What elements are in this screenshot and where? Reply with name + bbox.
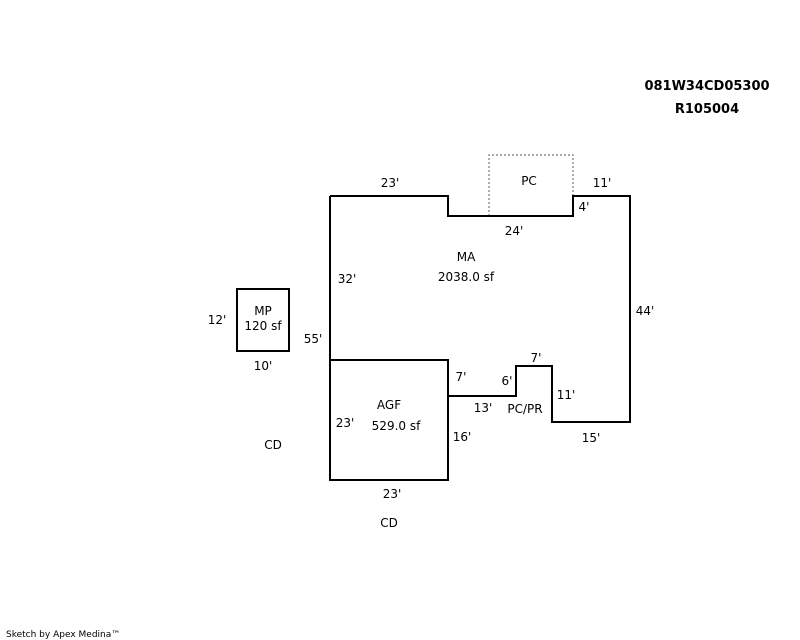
parcel-id: 081W34CD05300 — [644, 79, 769, 94]
pc-outline — [488, 154, 574, 216]
dim-agf-bottom: 23' — [383, 487, 402, 501]
dim-ma-right: 44' — [636, 304, 655, 318]
dim-agf-left: 23' — [336, 416, 355, 430]
dim-ma-left-total: 55' — [304, 332, 323, 346]
dim-pcpr-step-right: 11' — [557, 388, 576, 402]
pcpr-label: PC/PR — [507, 402, 542, 416]
dim-ma-notch-right: 4' — [579, 200, 590, 214]
ma-area: 2038.0 sf — [438, 270, 495, 284]
ma-label: MA — [457, 250, 476, 264]
mp-area: 120 sf — [244, 319, 282, 333]
agf-outline — [329, 359, 449, 481]
cd-label-left: CD — [264, 438, 282, 452]
dim-pcpr-step-left: 6' — [502, 374, 513, 388]
dim-agf-right: 16' — [453, 430, 472, 444]
mp-outline — [236, 288, 290, 352]
mp-label: MP — [254, 304, 272, 318]
dim-pcpr-horizontal: 13' — [474, 401, 493, 415]
agf-area: 529.0 sf — [372, 419, 421, 433]
dim-ma-top-left: 23' — [381, 176, 400, 190]
dim-ma-left-upper: 32' — [338, 272, 357, 286]
pc-label: PC — [521, 174, 537, 188]
dim-ma-top-right: 11' — [593, 176, 612, 190]
main-area-outline — [330, 195, 631, 423]
dim-pcpr-bottom: 15' — [582, 431, 601, 445]
dim-mp-bottom: 10' — [254, 359, 273, 373]
dim-pcpr-left-top: 7' — [456, 370, 467, 384]
sketch-credit: Sketch by Apex Medina™ — [6, 630, 120, 640]
dim-pcpr-step-top: 7' — [531, 351, 542, 365]
dim-mp-left: 12' — [208, 313, 227, 327]
account-id: R105004 — [675, 102, 739, 117]
agf-label: AGF — [377, 398, 401, 412]
cd-label-bottom: CD — [380, 516, 398, 530]
dim-ma-notch-bottom: 24' — [505, 224, 524, 238]
